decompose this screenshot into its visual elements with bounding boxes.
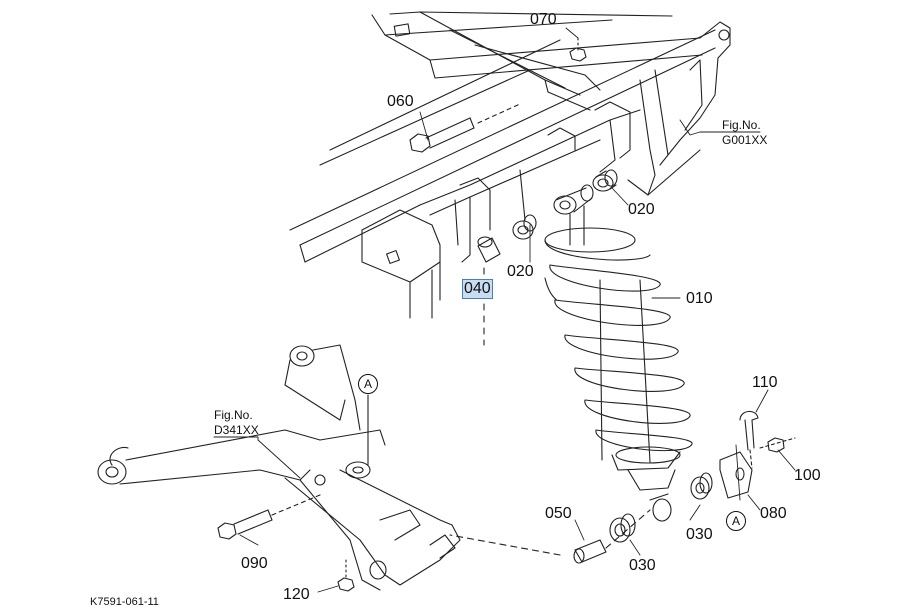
- lower-arm-drawing: [97, 344, 461, 592]
- figure-reference-label: Fig.No.: [214, 408, 253, 422]
- callout-020-lower[interactable]: 020: [507, 263, 534, 280]
- figure-reference-number: G001XX: [722, 133, 768, 147]
- reference-mark-a-upper: A: [358, 374, 378, 394]
- callout-050[interactable]: 050: [545, 505, 572, 522]
- drawing-id: K7591-061-11: [90, 596, 159, 608]
- callout-110[interactable]: 110: [752, 374, 778, 391]
- callout-020-upper[interactable]: 020: [628, 201, 655, 218]
- figure-reference-d341xx[interactable]: Fig.No. D341XX: [214, 408, 259, 438]
- callout-090[interactable]: 090: [241, 555, 268, 572]
- shock-absorber-drawing: [477, 169, 693, 522]
- callout-080[interactable]: 080: [760, 505, 787, 522]
- reference-mark-a-lower: A: [726, 511, 746, 531]
- callout-010[interactable]: 010: [686, 290, 713, 307]
- frame-drawing: [289, 11, 731, 319]
- figure-reference-g001xx[interactable]: Fig.No. G001XX: [722, 118, 767, 148]
- callout-120[interactable]: 120: [283, 586, 310, 603]
- leader-lines: [213, 27, 796, 593]
- callout-070[interactable]: 070: [530, 11, 557, 28]
- callout-030-lower[interactable]: 030: [629, 557, 656, 574]
- figure-reference-number: D341XX: [214, 423, 259, 437]
- figure-reference-label: Fig.No.: [722, 118, 761, 132]
- callout-040-selected[interactable]: 040: [462, 279, 493, 299]
- callout-100[interactable]: 100: [794, 467, 821, 484]
- lower-hardware-drawing: [449, 410, 796, 564]
- callout-060[interactable]: 060: [387, 93, 414, 110]
- callout-030-right[interactable]: 030: [686, 526, 713, 543]
